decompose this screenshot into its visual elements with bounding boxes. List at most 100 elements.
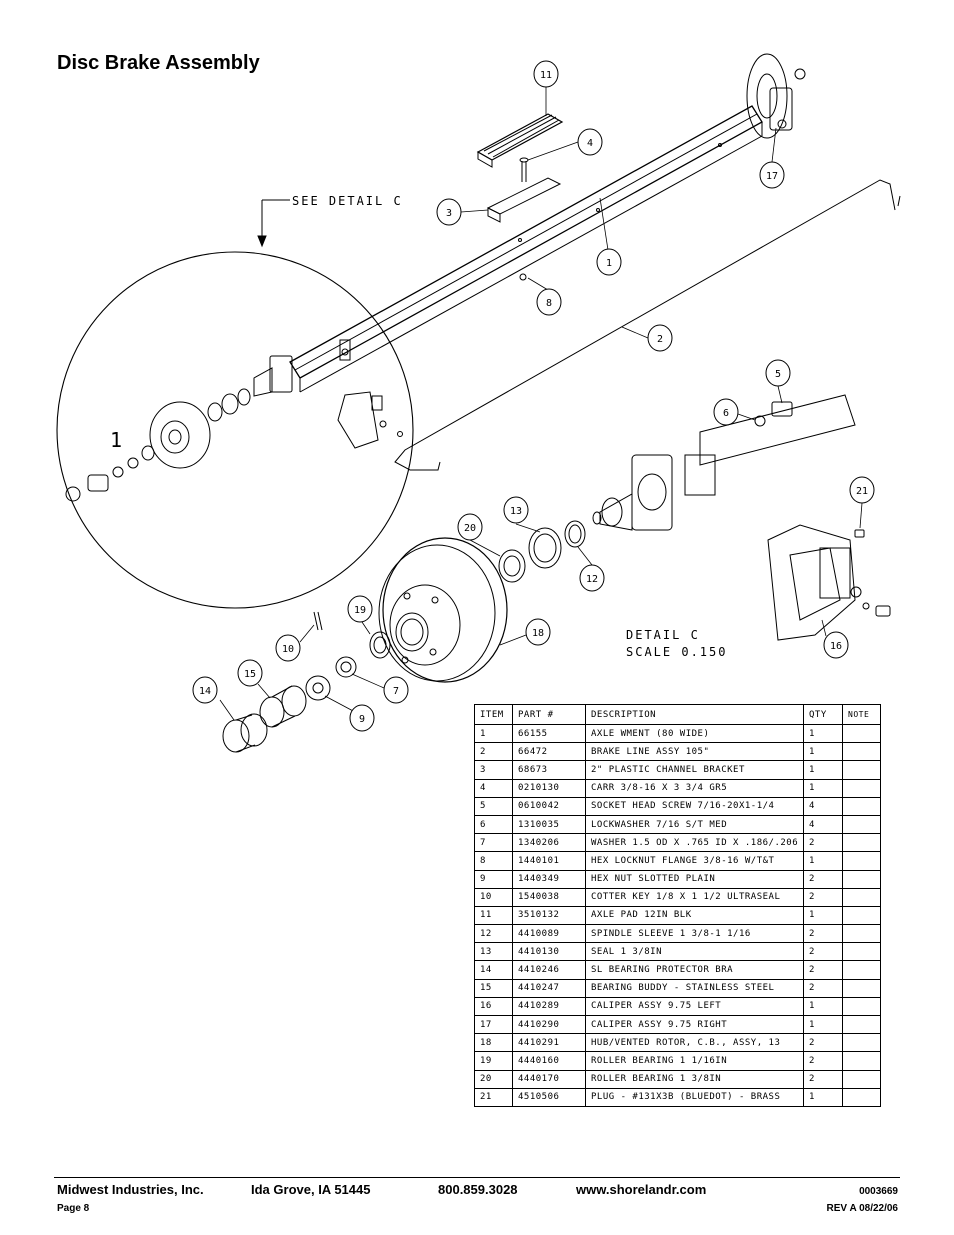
cell-description: BEARING BUDDY - STAINLESS STEEL bbox=[585, 978, 804, 998]
cell-note bbox=[842, 1051, 881, 1071]
cell-part: 66155 bbox=[512, 723, 586, 744]
cell-item: 9 bbox=[474, 869, 513, 889]
cell-qty: 2 bbox=[803, 887, 843, 907]
caliper-16 bbox=[767, 524, 891, 641]
cell-qty: 2 bbox=[803, 960, 843, 980]
cell-item: 1 bbox=[474, 723, 513, 744]
balloon bbox=[533, 60, 559, 88]
cell-item: 8 bbox=[474, 851, 513, 871]
balloon-label: 6 bbox=[723, 408, 729, 419]
cell-part: 1440349 bbox=[512, 869, 586, 889]
balloon bbox=[503, 496, 529, 524]
cell-item: 21 bbox=[474, 1087, 513, 1107]
cell-description: HEX LOCKNUT FLANGE 3/8-16 W/T&T bbox=[585, 851, 804, 871]
cell-part: 0610042 bbox=[512, 796, 586, 816]
cell-note bbox=[842, 778, 881, 798]
balloon bbox=[383, 676, 409, 704]
balloon bbox=[759, 161, 785, 189]
balloon bbox=[823, 631, 849, 659]
axle-beam bbox=[289, 105, 763, 393]
page-title: Disc Brake Assembly bbox=[57, 52, 260, 74]
cell-note bbox=[842, 1069, 881, 1089]
small-caliper bbox=[337, 391, 403, 449]
balloon-label: 21 bbox=[856, 486, 868, 497]
brake-line bbox=[394, 179, 901, 471]
col-note: NOTE bbox=[842, 704, 881, 725]
balloon bbox=[765, 359, 791, 387]
spindle-sleeve-12 bbox=[564, 520, 586, 548]
cell-note bbox=[842, 869, 881, 889]
cell-note bbox=[842, 978, 881, 998]
balloon-label: 4 bbox=[587, 138, 593, 149]
cell-description: WASHER 1.5 OD X .765 ID X .186/.206 bbox=[585, 833, 804, 853]
cell-qty: 1 bbox=[803, 1014, 843, 1035]
cell-qty: 2 bbox=[803, 1033, 843, 1053]
cell-qty: 2 bbox=[803, 924, 843, 944]
detail-spindle bbox=[592, 394, 856, 531]
cell-description: CALIPER ASSY 9.75 LEFT bbox=[585, 996, 804, 1017]
footer-revision: REV A 08/22/06 bbox=[826, 1203, 898, 1214]
detail-c-label: DETAIL C bbox=[626, 628, 700, 642]
cell-part: 4410089 bbox=[512, 924, 586, 944]
cell-part: 3510132 bbox=[512, 905, 586, 926]
cell-item: 2 bbox=[474, 742, 513, 762]
footer-phone: 800.859.3028 bbox=[438, 1182, 518, 1197]
washer-7 bbox=[335, 656, 357, 678]
cell-qty: 1 bbox=[803, 905, 843, 926]
cell-item: 16 bbox=[474, 996, 513, 1017]
scale-label: SCALE 0.150 bbox=[626, 645, 727, 659]
locknut-8 bbox=[519, 273, 527, 281]
see-detail-label: SEE DETAIL C bbox=[292, 194, 403, 208]
balloon-label: 14 bbox=[199, 686, 211, 697]
cell-item: 6 bbox=[474, 814, 513, 835]
col-description: DESCRIPTION bbox=[585, 704, 804, 725]
cell-description: ROLLER BEARING 1 1/16IN bbox=[585, 1051, 804, 1071]
cell-part: 4510506 bbox=[512, 1087, 586, 1107]
cell-item: 4 bbox=[474, 778, 513, 798]
cell-description: HUB/VENTED ROTOR, C.B., ASSY, 13 bbox=[585, 1033, 804, 1053]
big-rotor bbox=[378, 537, 508, 683]
footer-page: Page 8 bbox=[57, 1203, 90, 1214]
cell-note bbox=[842, 960, 881, 980]
cell-note bbox=[842, 760, 881, 780]
slotted-nut-9 bbox=[305, 675, 331, 701]
cell-item: 11 bbox=[474, 905, 513, 926]
cell-part: 1440101 bbox=[512, 851, 586, 871]
balloon bbox=[647, 324, 673, 352]
cell-part: 1540038 bbox=[512, 887, 586, 907]
footer-company: Midwest Industries, Inc. bbox=[57, 1182, 204, 1197]
cell-item: 15 bbox=[474, 978, 513, 998]
balloon-label: 18 bbox=[532, 628, 544, 639]
col-part: PART # bbox=[512, 704, 586, 725]
cell-description: SOCKET HEAD SCREW 7/16-20X1-1/4 bbox=[585, 796, 804, 816]
cell-qty: 1 bbox=[803, 723, 843, 744]
cell-note bbox=[842, 796, 881, 816]
cell-description: SEAL 1 3/8IN bbox=[585, 942, 804, 962]
cell-description: HEX NUT SLOTTED PLAIN bbox=[585, 869, 804, 889]
cell-part: 4410289 bbox=[512, 996, 586, 1017]
balloon-label: 20 bbox=[464, 523, 476, 534]
cell-qty: 2 bbox=[803, 869, 843, 889]
cell-part: 66472 bbox=[512, 742, 586, 762]
balloon bbox=[713, 398, 739, 426]
cell-note bbox=[842, 833, 881, 853]
lockwasher-6 bbox=[754, 415, 766, 427]
cell-description: 2" PLASTIC CHANNEL BRACKET bbox=[585, 760, 804, 780]
cell-part: 4440160 bbox=[512, 1051, 586, 1071]
footer-city: Ida Grove, IA 51445 bbox=[251, 1182, 371, 1197]
col-qty: QTY bbox=[803, 704, 843, 725]
cell-note bbox=[842, 887, 881, 907]
balloon-label: 3 bbox=[446, 208, 452, 219]
